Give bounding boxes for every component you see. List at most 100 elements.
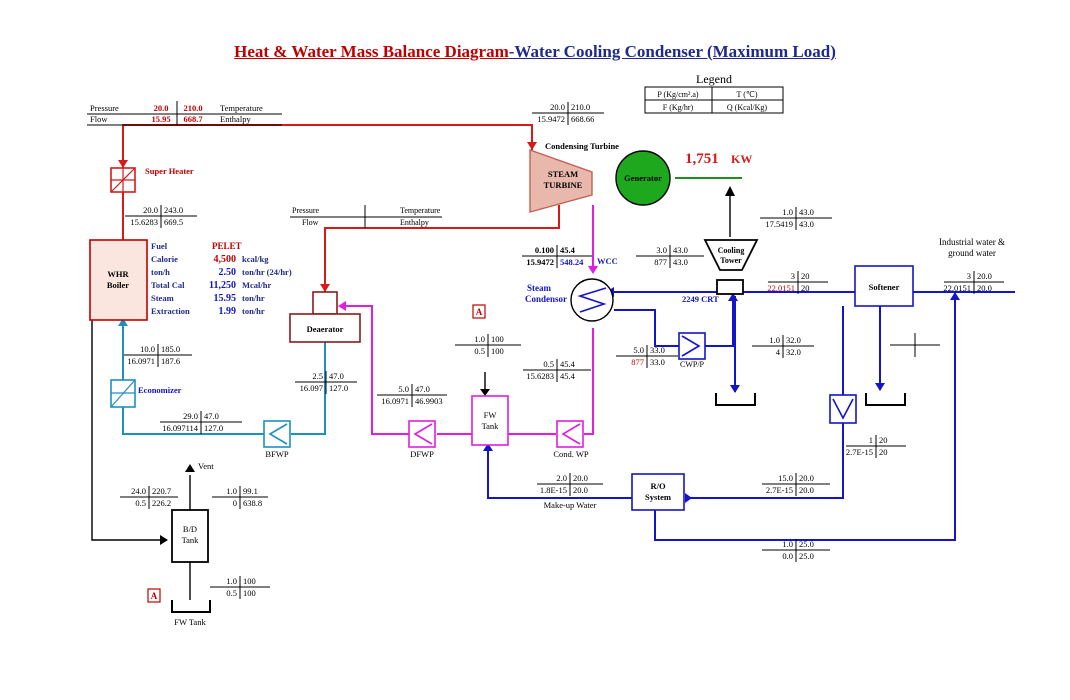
fw-tank-label-1: FW — [484, 410, 497, 420]
pressure-label: Pressure — [90, 103, 119, 113]
temperature-value: 33.0 — [650, 345, 665, 355]
marker-a-top-box — [472, 304, 486, 319]
diagram-title: Heat & Water Mass Balance Diagram-Water … — [0, 42, 1070, 62]
pressure-value: 2.0 — [556, 473, 567, 483]
pressure-value: 1.0 — [769, 335, 780, 345]
legend-pressure: P (Kg/cm².a) — [657, 90, 699, 99]
enthalpy-value: 638.8 — [243, 498, 262, 508]
pump-softener — [829, 394, 857, 424]
bd-tank-label-1: B/D — [183, 524, 197, 534]
enthalpy-value: 45.4 — [560, 371, 576, 381]
flow-value: 15.6283 — [526, 371, 554, 381]
boiler-info-value: PELET — [212, 241, 242, 251]
temperature-value: 45.4 — [560, 359, 576, 369]
cwp-label: CWP/P — [680, 360, 705, 369]
enthalpy-value: 20.0 — [573, 485, 588, 495]
flow-value: 17.5419 — [765, 219, 793, 229]
flow-value: 877 — [654, 257, 667, 267]
boiler-info-label: ton/h — [151, 267, 170, 277]
main-steam-line — [122, 124, 533, 168]
misc-cross — [890, 333, 940, 357]
blowdown-lines — [91, 188, 731, 600]
enthalpy-value: 43.0 — [799, 219, 814, 229]
pressure-value: 1.0 — [782, 207, 793, 217]
arrow-boiler-in — [118, 318, 128, 326]
temperature-value: 243.0 — [164, 205, 183, 215]
enthalpy-value: 100 — [243, 588, 256, 598]
softener-basin — [865, 393, 906, 406]
legend-flow: F (Kg/hr) — [663, 103, 694, 112]
steam-turbine-label-1: STEAM — [548, 169, 578, 179]
temperature-value: 20 — [879, 435, 888, 445]
flow-value: 16.0971 — [127, 356, 155, 366]
cwp-return-line — [704, 296, 734, 347]
marker-a-top: A — [476, 307, 483, 317]
temperature-value: 220.7 — [152, 486, 171, 496]
enthalpy-value: 127.0 — [329, 383, 348, 393]
generator-label: Generator — [624, 173, 662, 183]
condensate-lines — [346, 205, 594, 435]
fw-tank — [471, 395, 509, 446]
boiler-info-value: 1.99 — [219, 306, 237, 317]
generator — [615, 150, 671, 206]
flow-value: 15.9472 — [526, 257, 554, 267]
pressure-value: 1.0 — [226, 576, 237, 586]
legend-temperature: T (℃) — [736, 90, 757, 99]
temperature-value: 20 — [801, 271, 810, 281]
pressure-value: 24.0 — [131, 486, 146, 496]
arrow-vent — [185, 464, 195, 472]
pressure-value: 3 — [791, 271, 795, 281]
deaerator-label: Deaerator — [307, 324, 344, 334]
marker-a-bottom-box — [147, 588, 161, 603]
boiler-info-value: 4,500 — [214, 254, 237, 265]
ct-basin — [715, 393, 756, 406]
enthalpy-value: 33.0 — [650, 357, 665, 367]
whr-boiler-label-1: WHR — [107, 269, 129, 279]
main-flow-value: 15.95 — [151, 114, 170, 124]
arrow-superheater — [118, 160, 128, 168]
temperature-value: 210.0 — [571, 102, 590, 112]
industrial-water-label-1: Industrial water & — [939, 237, 1005, 247]
arrow-deaerator-return — [338, 301, 346, 311]
pressure-value: 10.0 — [140, 344, 155, 354]
arrow-cwp-return — [728, 293, 738, 301]
temperature-value: 47.0 — [415, 384, 430, 394]
temperature-label: Temperature — [220, 103, 263, 113]
steam-turbine-label-2: TURBINE — [544, 180, 583, 190]
temperature-value: 43.0 — [799, 207, 814, 217]
flow-value: 16.097 — [300, 383, 323, 393]
super-heater-label: Super Heater — [145, 166, 194, 176]
dfwp-label: DFWP — [410, 449, 434, 459]
flow-value: 16.097114 — [162, 423, 199, 433]
enthalpy-value: 46.9903 — [415, 396, 443, 406]
temperature-value: 100 — [243, 576, 256, 586]
economizer-label: Economizer — [138, 385, 182, 395]
steam-lines — [122, 124, 560, 292]
cond-wp-label: Cond. WP — [553, 449, 589, 459]
boiler-blowdown-line — [91, 280, 165, 541]
temperature-value: 45.4 — [560, 245, 576, 255]
power-unit: KW — [731, 152, 752, 166]
enthalpy-value: 669.5 — [164, 217, 183, 227]
pressure-value: 1.0 — [474, 334, 485, 344]
pressure-value: 15.0 — [778, 473, 793, 483]
temperature-value: 47.0 — [204, 411, 219, 421]
boiler-info-unit: ton/hr — [242, 306, 265, 316]
temperature-value: 99.1 — [243, 486, 258, 496]
super-heater — [110, 167, 136, 193]
flow-value: 0.5 — [226, 588, 237, 598]
pump-dfwp — [408, 420, 436, 448]
mid-enthalpy-label: Enthalpy — [400, 218, 429, 227]
enthalpy-value: 20.0 — [977, 283, 992, 293]
